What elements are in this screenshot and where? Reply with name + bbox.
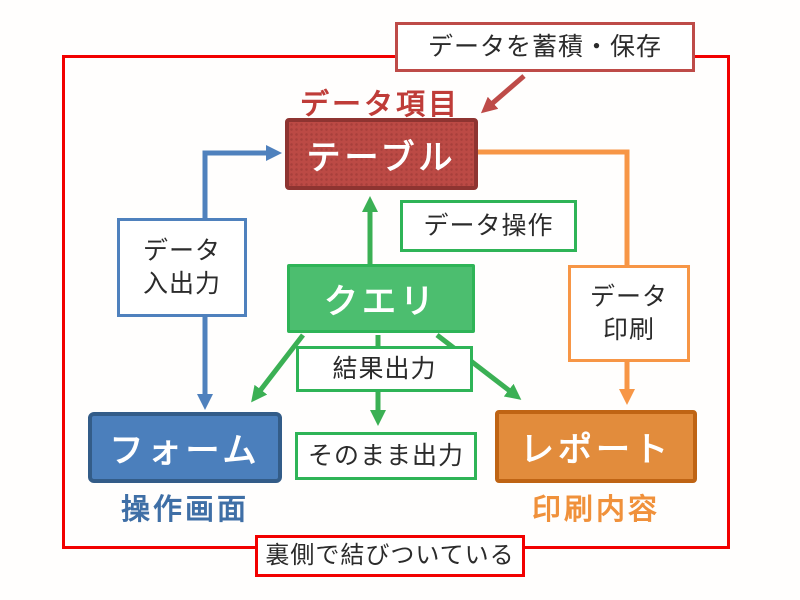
node-form-label: フォーム bbox=[109, 432, 261, 470]
report-caption-label: 印刷内容 bbox=[531, 494, 660, 526]
label-data-io-line1: データ bbox=[142, 237, 221, 265]
node-form: フォーム bbox=[88, 412, 282, 483]
arrow-form-to-table-icon bbox=[202, 144, 283, 220]
label-data-io-text: データ 入出力 bbox=[143, 235, 221, 300]
node-report: レポート bbox=[495, 410, 697, 483]
table-caption: データ項目 bbox=[300, 81, 460, 123]
table-caption-label: データ項目 bbox=[300, 89, 461, 121]
node-table: テーブル bbox=[285, 118, 478, 190]
node-table-label: テーブル bbox=[306, 138, 457, 177]
node-query-label: クエリ bbox=[324, 283, 438, 321]
arrow-query-to-form-icon bbox=[251, 333, 305, 403]
label-direct-output-text: そのまま出力 bbox=[307, 441, 464, 470]
line-table-to-print-icon bbox=[478, 149, 630, 267]
report-caption: 印刷内容 bbox=[495, 486, 697, 528]
note-linked-behind: 裏側で結びついている bbox=[255, 535, 525, 577]
note-store-data: データを蓄積・保存 bbox=[395, 22, 695, 72]
label-data-print-text: データ 印刷 bbox=[590, 281, 668, 346]
label-data-operation-text: データ操作 bbox=[423, 211, 554, 240]
label-data-print-line1: データ bbox=[589, 283, 668, 311]
label-direct-output: そのまま出力 bbox=[295, 432, 477, 480]
label-result-output: 結果出力 bbox=[296, 346, 473, 392]
label-data-print-line2: 印刷 bbox=[602, 315, 655, 344]
note-store-data-label: データを蓄積・保存 bbox=[427, 32, 662, 61]
label-data-print: データ 印刷 bbox=[568, 265, 690, 362]
form-caption-label: 操作画面 bbox=[120, 494, 249, 526]
form-caption: 操作画面 bbox=[88, 486, 282, 528]
node-query: クエリ bbox=[287, 264, 475, 333]
label-data-io-line2: 入出力 bbox=[142, 269, 221, 298]
label-result-output-text: 結果出力 bbox=[332, 354, 437, 383]
arrow-note-to-table-icon bbox=[480, 74, 526, 114]
node-report-label: レポート bbox=[520, 431, 672, 469]
label-data-operation: データ操作 bbox=[400, 200, 577, 252]
arrow-query-to-report-icon bbox=[435, 333, 522, 400]
label-data-io: データ 入出力 bbox=[117, 218, 247, 317]
note-linked-behind-label: 裏側で結びついている bbox=[265, 542, 515, 570]
